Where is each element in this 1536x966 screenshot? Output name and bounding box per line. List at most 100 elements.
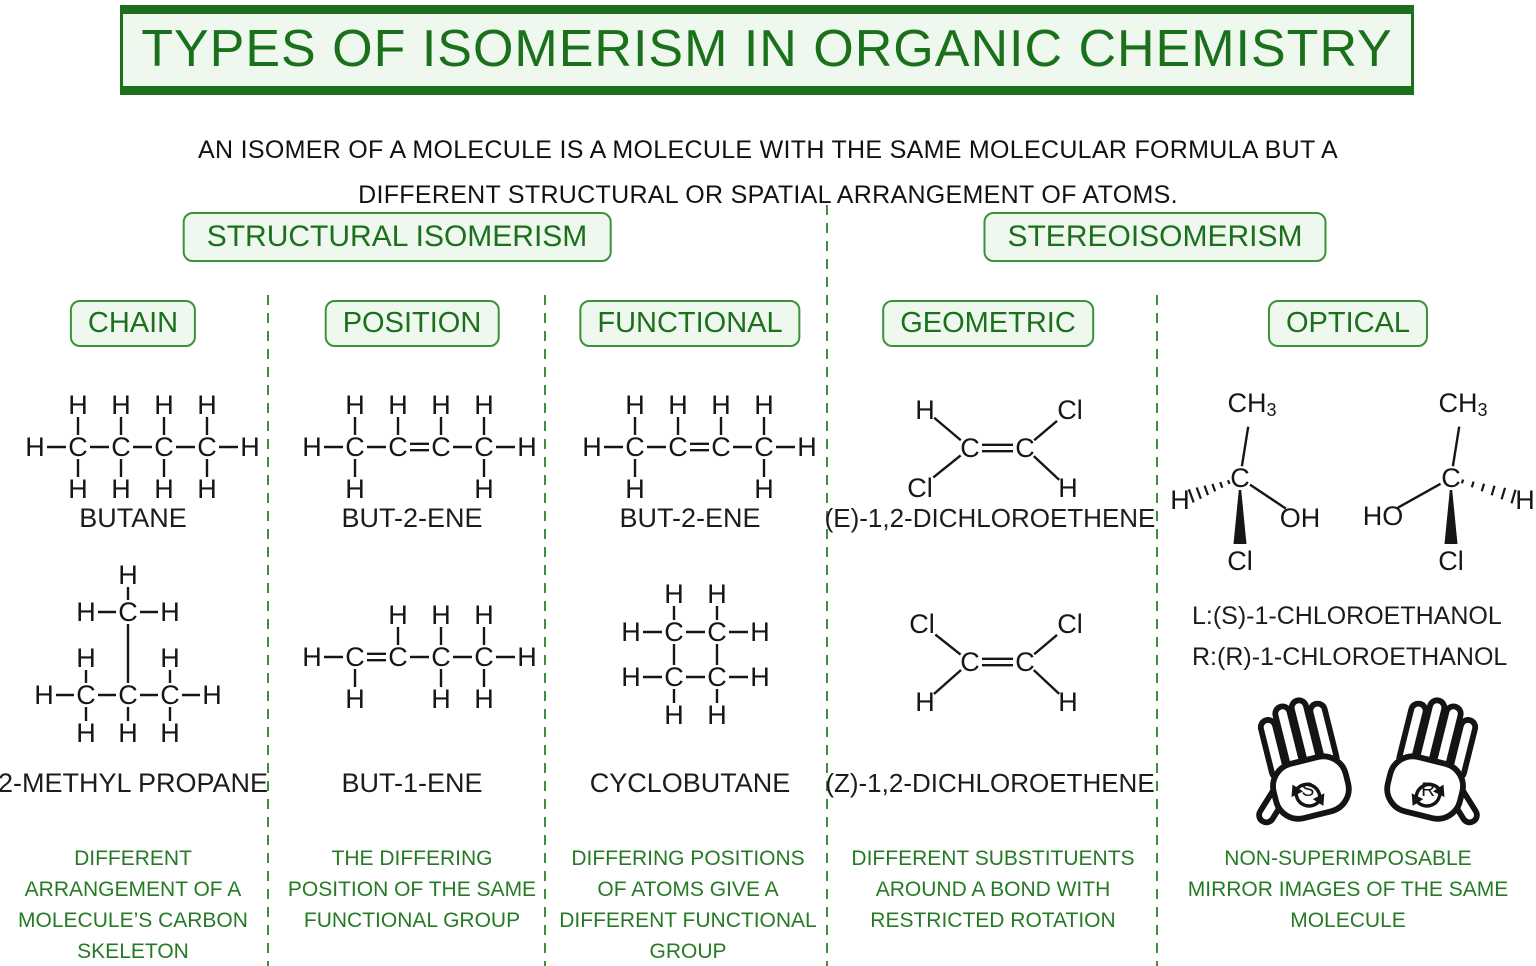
svg-text:Cl: Cl: [1057, 395, 1083, 425]
svg-text:C: C: [345, 432, 365, 462]
svg-text:H: H: [707, 579, 727, 609]
svg-text:Cl: Cl: [907, 473, 933, 503]
svg-text:C: C: [707, 662, 727, 692]
description-position: THE DIFFERING POSITION OF THE SAME FUNCT…: [287, 847, 537, 932]
molecule-label: BUT-2-ENE: [619, 503, 761, 533]
title-banner: TYPES OF ISOMERISM IN ORGANIC CHEMISTRY: [120, 5, 1414, 95]
svg-text:C: C: [1015, 647, 1035, 677]
svg-text:H: H: [302, 642, 322, 672]
column-header-functional: FUNCTIONAL: [579, 300, 801, 347]
svg-text:H: H: [34, 680, 54, 710]
svg-text:C: C: [960, 433, 980, 463]
enantiomer-name-left: L:(S)-1-CHLOROETHANOL: [1192, 602, 1502, 630]
svg-text:CH3: CH3: [1227, 388, 1276, 420]
svg-text:H: H: [474, 390, 494, 420]
svg-text:Cl: Cl: [909, 609, 935, 639]
svg-text:C: C: [474, 642, 494, 672]
svg-text:H: H: [582, 432, 602, 462]
svg-text:C: C: [474, 432, 494, 462]
svg-text:C: C: [664, 662, 684, 692]
column-header-optical: OPTICAL: [1267, 300, 1429, 347]
subtitle-line-2: DIFFERENT STRUCTURAL OR SPATIAL ARRANGEM…: [358, 181, 1178, 209]
group-header-structural: STRUCTURAL ISOMERISM: [182, 212, 612, 262]
svg-text:C: C: [118, 680, 138, 710]
svg-text:H: H: [517, 642, 535, 672]
molecule-label: 2-METHYL PROPANE: [0, 768, 269, 798]
svg-text:CH3: CH3: [1438, 388, 1487, 420]
svg-text:H: H: [76, 597, 96, 627]
svg-text:C: C: [118, 597, 138, 627]
svg-text:C: C: [431, 432, 451, 462]
svg-text:H: H: [1058, 473, 1078, 503]
svg-text:C: C: [76, 680, 96, 710]
svg-text:H: H: [388, 600, 408, 630]
svg-text:H: H: [625, 474, 645, 504]
svg-text:H: H: [797, 432, 815, 462]
left-hand-letter: S: [1301, 780, 1314, 801]
svg-text:H: H: [915, 395, 935, 425]
svg-text:H: H: [345, 684, 365, 714]
page-title: TYPES OF ISOMERISM IN ORGANIC CHEMISTRY: [141, 20, 1393, 78]
molecule-label: (E)-1,2-DICHLOROETHENE: [824, 503, 1156, 533]
svg-text:H: H: [621, 617, 641, 647]
divider-structural-stereo: [826, 205, 828, 966]
group-header-stereo: STEREOISOMERISM: [983, 212, 1327, 262]
svg-text:H: H: [118, 718, 138, 748]
svg-text:OH: OH: [1280, 503, 1321, 533]
svg-text:H: H: [625, 390, 645, 420]
enantiomer-name-right: R:(R)-1-CHLOROETHANOL: [1192, 643, 1508, 671]
svg-text:H: H: [76, 643, 96, 673]
svg-text:C: C: [664, 617, 684, 647]
svg-text:H: H: [750, 617, 770, 647]
molecule-label: CYCLOBUTANE: [589, 768, 791, 798]
svg-text:H: H: [154, 390, 174, 420]
svg-text:C: C: [960, 647, 980, 677]
description-chain: DIFFERENT ARRANGEMENT OF A MOLECULE’S CA…: [18, 847, 248, 963]
svg-text:H: H: [664, 579, 684, 609]
svg-text:H: H: [154, 474, 174, 504]
svg-text:H: H: [668, 390, 688, 420]
column-header-geometric: GEOMETRIC: [882, 300, 1094, 347]
svg-text:H: H: [345, 474, 365, 504]
subtitle-line-1: AN ISOMER OF A MOLECULE IS A MOLECULE WI…: [198, 136, 1338, 164]
left-hand-icon: S: [1256, 697, 1352, 826]
svg-text:H: H: [707, 700, 727, 730]
svg-text:Cl: Cl: [1438, 546, 1464, 576]
svg-text:H: H: [197, 390, 217, 420]
svg-text:H: H: [197, 474, 217, 504]
divider-chain-position: [267, 295, 269, 966]
molecule-label: (Z)-1,2-DICHLOROETHENE: [825, 768, 1155, 798]
svg-text:C: C: [388, 642, 408, 672]
svg-text:H: H: [1058, 687, 1078, 717]
svg-text:H: H: [915, 687, 935, 717]
svg-text:H: H: [711, 390, 731, 420]
svg-text:C: C: [711, 432, 731, 462]
svg-text:H: H: [621, 662, 641, 692]
column-header-position: POSITION: [324, 300, 500, 347]
svg-text:C: C: [154, 432, 174, 462]
svg-text:H: H: [68, 474, 88, 504]
svg-text:HO: HO: [1363, 501, 1404, 531]
column-header-chain: CHAIN: [69, 300, 197, 347]
svg-text:Cl: Cl: [1057, 609, 1083, 639]
svg-text:H: H: [388, 390, 408, 420]
svg-text:C: C: [111, 432, 131, 462]
description-optical: NON-SUPERIMPOSABLE MIRROR IMAGES OF THE …: [1187, 847, 1509, 932]
svg-text:C: C: [431, 642, 451, 672]
svg-text:H: H: [474, 684, 494, 714]
svg-text:H: H: [431, 390, 451, 420]
svg-text:H: H: [754, 390, 774, 420]
svg-text:H: H: [160, 597, 180, 627]
right-hand-icon: R: [1384, 697, 1480, 826]
svg-text:C: C: [707, 617, 727, 647]
svg-text:H: H: [68, 390, 88, 420]
